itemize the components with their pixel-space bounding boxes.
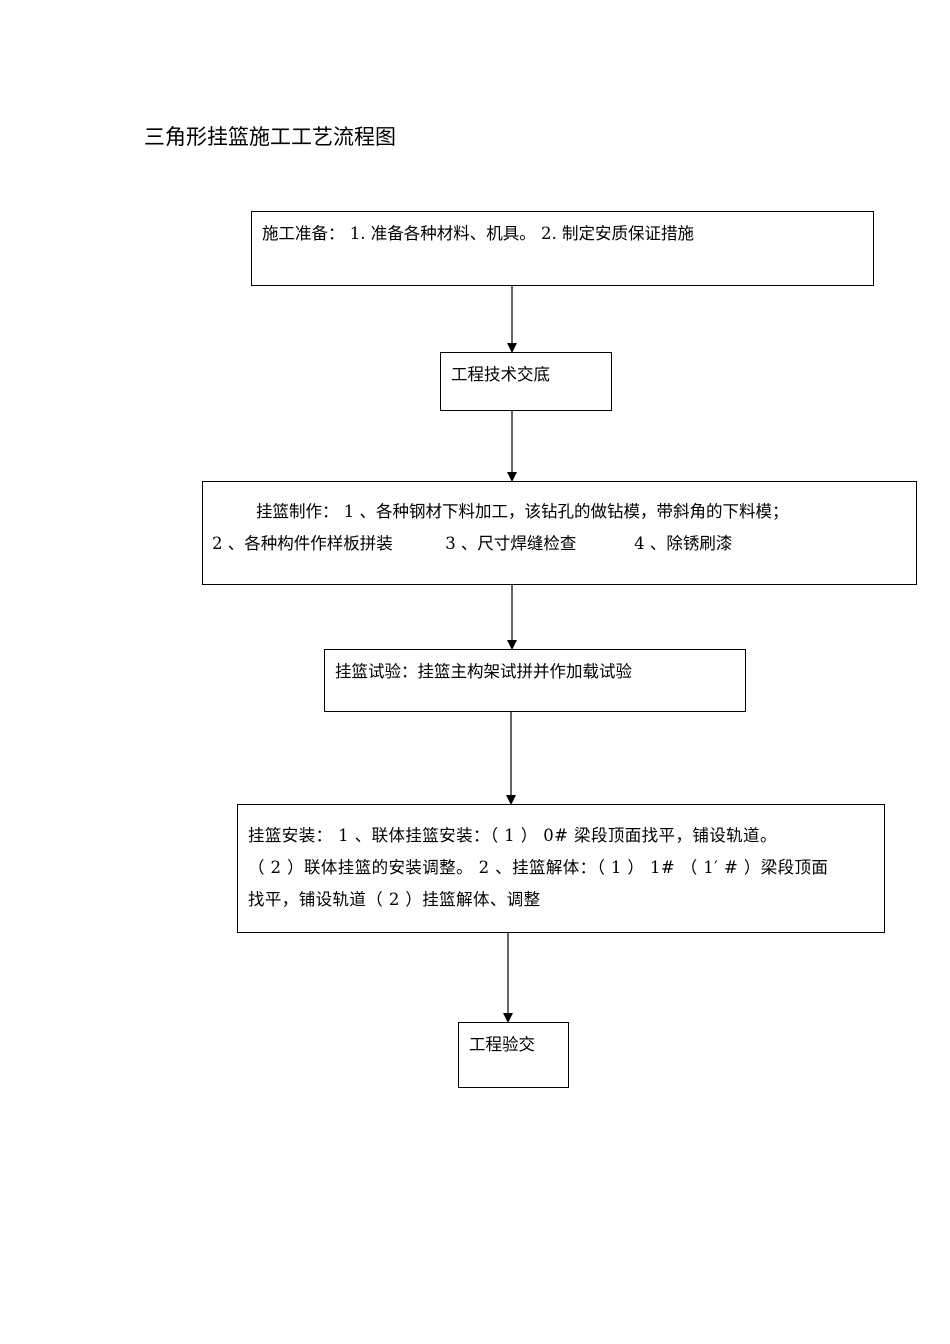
- step-text: 工程验交: [469, 1035, 535, 1054]
- step-text: 挂篮安装： 1 、联体挂篮安装：（ 1 ） 0# 梁段顶面找平，铺设轨道。: [248, 826, 777, 845]
- step-technical-briefing: 工程技术交底: [440, 352, 612, 411]
- step-construction-preparation: 施工准备： 1. 准备各种材料、机具。 2. 制定安质保证措施: [251, 211, 874, 286]
- step-text: 挂篮制作： 1 、各种钢材下料加工，该钻孔的做钻模，带斜角的下料模；: [256, 502, 789, 521]
- step-text: 2 、各种构件作样板拼装 3 、尺寸焊缝检查 4 、除锈刷漆: [212, 534, 733, 553]
- step-basket-testing: 挂篮试验：挂篮主构架试拼并作加载试验: [324, 649, 746, 712]
- step-text: 工程技术交底: [451, 365, 550, 384]
- step-text: 施工准备： 1. 准备各种材料、机具。 2. 制定安质保证措施: [262, 224, 694, 243]
- step-basket-fabrication: 挂篮制作： 1 、各种钢材下料加工，该钻孔的做钻模，带斜角的下料模； 2 、各种…: [202, 481, 917, 585]
- step-project-acceptance: 工程验交: [458, 1022, 569, 1088]
- step-text: 找平，铺设轨道（ 2 ）挂篮解体、调整: [248, 890, 541, 909]
- step-text: 挂篮试验：挂篮主构架试拼并作加载试验: [335, 662, 632, 681]
- step-text: （ 2 ）联体挂篮的安装调整。 2 、挂篮解体：（ 1 ） 1# （ 1′ # …: [248, 858, 829, 877]
- step-basket-installation: 挂篮安装： 1 、联体挂篮安装：（ 1 ） 0# 梁段顶面找平，铺设轨道。 （ …: [237, 804, 885, 933]
- diagram-title: 三角形挂篮施工工艺流程图: [144, 125, 396, 149]
